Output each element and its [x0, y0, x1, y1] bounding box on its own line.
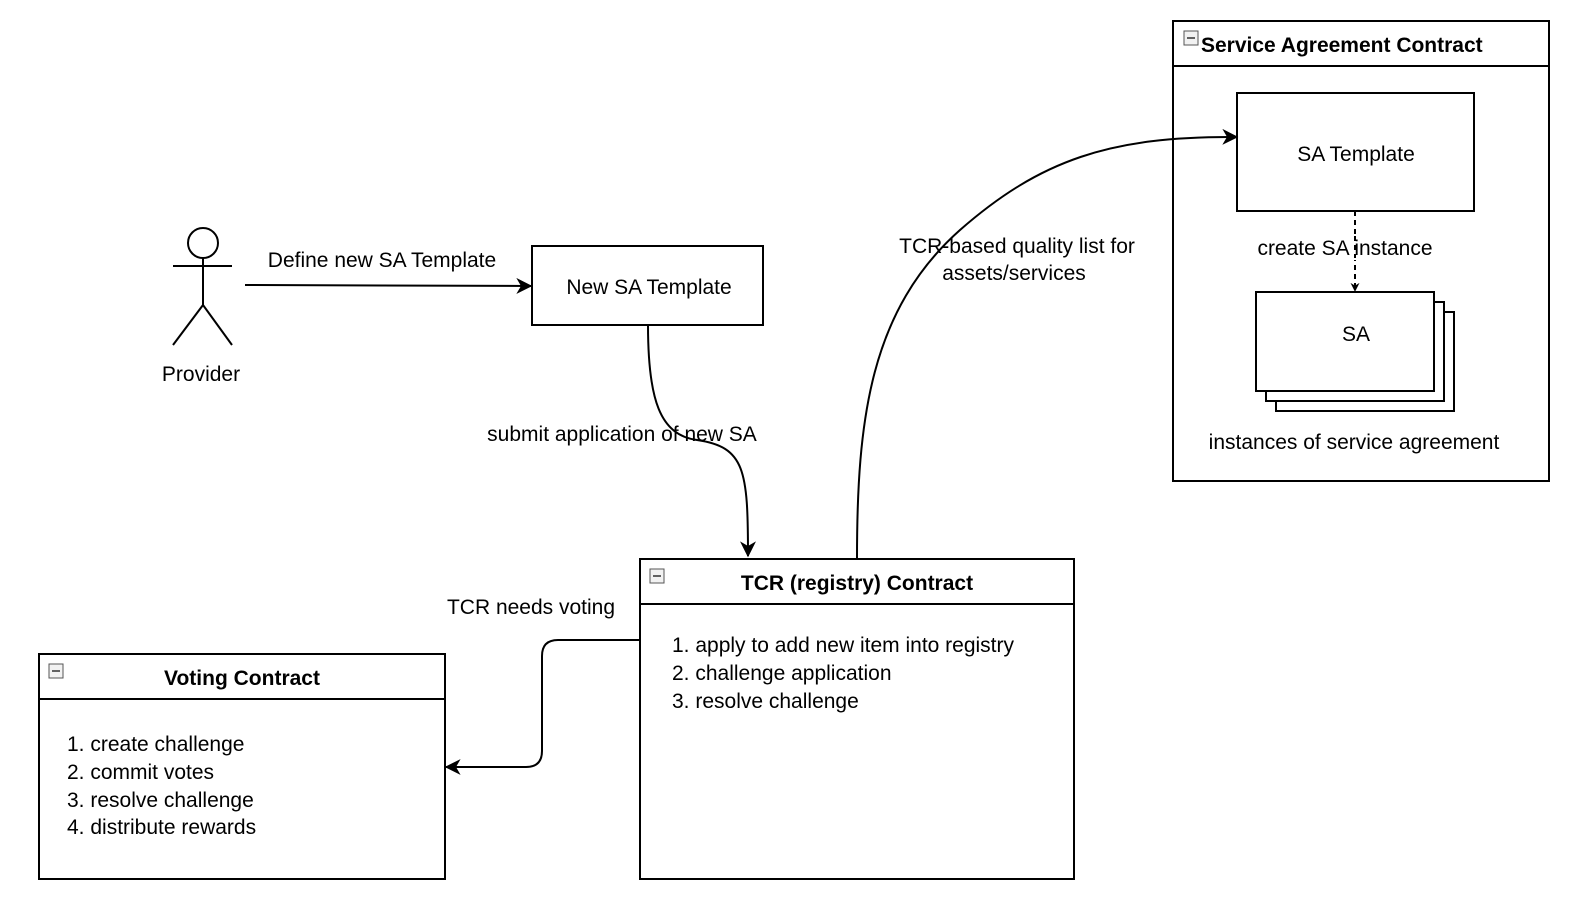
voting-item: 2. commit votes	[67, 761, 214, 784]
edge-label-create-instance: create SA instance	[1257, 237, 1432, 260]
new-sa-template-box[interactable]: New SA Template	[531, 245, 764, 326]
edge-tcr-needs-voting[interactable]	[444, 639, 640, 775]
provider-actor[interactable]: Provider	[162, 227, 240, 386]
edge-label-tcr-quality-list-line2: assets/services	[942, 262, 1086, 285]
voting-item: 1. create challenge	[67, 733, 244, 756]
actor-left-leg	[172, 304, 204, 346]
voting-item: 4. distribute rewards	[67, 816, 256, 839]
sa-template-box[interactable]: SA Template	[1236, 92, 1475, 212]
actor-head	[187, 227, 219, 259]
edge-label-create-instance-bg	[1244, 234, 1448, 260]
sa-template-label: SA Template	[1297, 143, 1415, 166]
tcr-item: 2. challenge application	[672, 662, 892, 685]
edge-label-submit-application: submit application of new SA	[487, 423, 757, 446]
voting-collapse-icon[interactable]	[48, 663, 64, 679]
edge-tcr-quality-list[interactable]	[856, 128, 1239, 559]
edge-label-tcr-needs-voting: TCR needs voting	[447, 596, 615, 619]
actor-label: Provider	[162, 363, 240, 386]
voting-item: 3. resolve challenge	[67, 789, 254, 812]
edge-define-template[interactable]	[244, 277, 533, 294]
instances-caption: instances of service agreement	[1209, 431, 1500, 454]
sac-collapse-icon[interactable]	[1183, 30, 1199, 46]
sa-instance-label: SA	[1342, 323, 1370, 346]
sa-instances-stack[interactable]: SA	[1255, 291, 1455, 412]
edge-label-tcr-quality-list-line1: TCR-based quality list for	[899, 235, 1135, 258]
tcr-title: TCR (registry) Contract	[741, 572, 973, 595]
voting-contract[interactable]: Voting Contract 1. create challenge 2. c…	[38, 653, 446, 880]
tcr-collapse-icon[interactable]	[649, 568, 665, 584]
sac-title: Service Agreement Contract	[1201, 34, 1483, 57]
actor-right-leg	[202, 304, 233, 346]
tcr-item: 1. apply to add new item into registry	[672, 634, 1015, 657]
tcr-item: 3. resolve challenge	[672, 690, 859, 713]
edge-label-define-template: Define new SA Template	[268, 249, 496, 272]
voting-title: Voting Contract	[164, 667, 320, 690]
new-sa-template-label: New SA Template	[566, 276, 731, 299]
service-agreement-contract[interactable]: Service Agreement Contract SA Template c…	[1172, 20, 1550, 482]
tcr-registry-contract[interactable]: TCR (registry) Contract 1. apply to add …	[639, 558, 1075, 880]
edge-submit-application[interactable]	[647, 324, 756, 558]
